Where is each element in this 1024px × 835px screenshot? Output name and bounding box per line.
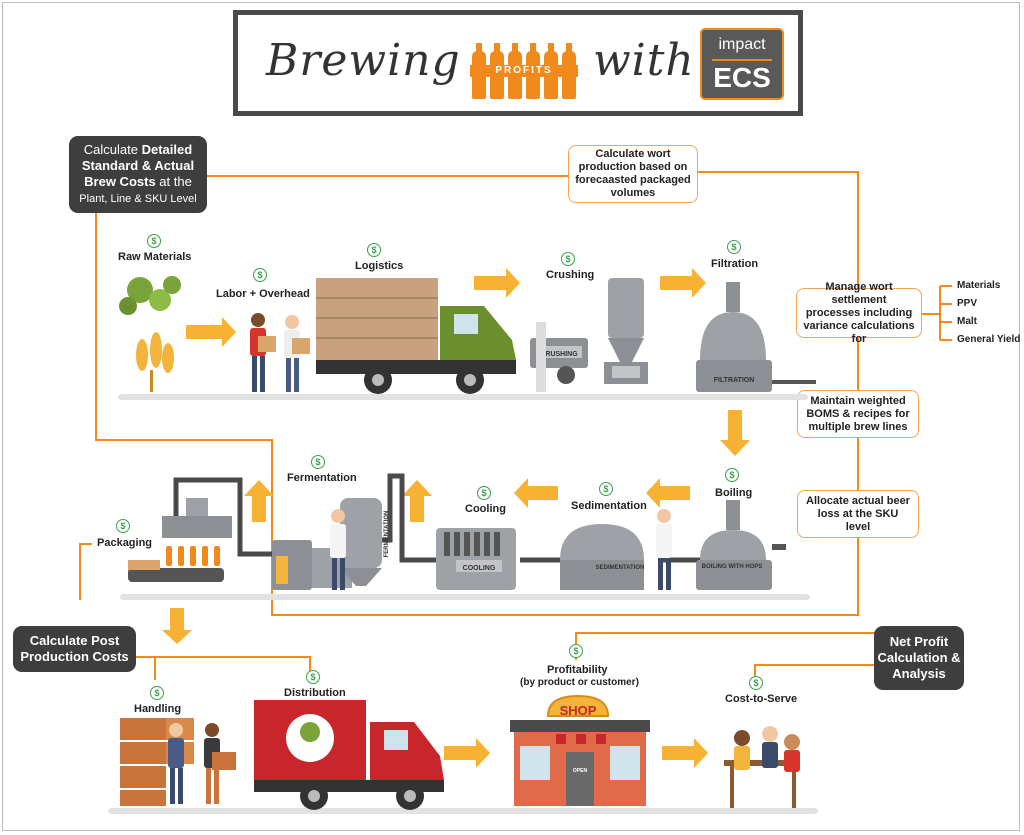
stage-logistics: Logistics	[355, 260, 404, 272]
title-brewing: Brewing	[266, 35, 461, 86]
variance-item-ppv: PPV	[957, 298, 978, 309]
row3-ground	[108, 808, 818, 814]
dollar-icon: $	[306, 670, 320, 684]
dollar-icon: $	[599, 482, 613, 496]
stage-labor-overhead: Labor + Overhead	[216, 288, 310, 300]
dollar-icon: $	[116, 519, 130, 533]
dollar-icon: $	[477, 486, 491, 500]
handling-illustration	[120, 718, 236, 806]
post-production-costs-box: Calculate Post Production Costs	[13, 626, 136, 672]
boiling-label: BOILING WITH HOPS	[702, 564, 763, 570]
wheat-illustration	[136, 332, 174, 392]
stage-cost-to-serve: Cost-to-Serve	[725, 693, 798, 705]
shop-building: SHOP OPEN	[510, 694, 650, 806]
stage-fermentation: Fermentation	[287, 472, 357, 484]
filtration-label: FILTRATION	[714, 377, 755, 384]
crushing-machine: CRUSHING	[530, 278, 648, 392]
stage-distribution: Distribution	[284, 687, 346, 699]
dollar-icon: $	[727, 240, 741, 254]
standard-actual-costs-box: Calculate Detailed Standard & Actual Bre…	[69, 136, 207, 213]
cooling-unit: COOLING	[436, 528, 516, 590]
fermentation-label: FERMENTATION	[384, 511, 390, 558]
dollar-icon: $	[253, 268, 267, 282]
cooling-label: COOLING	[463, 565, 496, 572]
logistics-truck	[316, 278, 516, 394]
dollar-icon: $	[367, 243, 381, 257]
customers-illustration	[724, 726, 800, 808]
workers-illustration	[250, 313, 310, 392]
dollar-icon: $	[569, 644, 583, 658]
variance-item-malt: Malt	[957, 316, 977, 327]
wort-production-box: Calculate wort production based on forec…	[568, 145, 698, 203]
stage-crushing: Crushing	[546, 269, 595, 281]
dollar-icon: $	[147, 234, 161, 248]
dollar-icon: $	[725, 468, 739, 482]
stage-boiling: Boiling	[715, 487, 753, 499]
net-profit-box: Net Profit Calculation & Analysis	[874, 626, 964, 690]
sedimentation-label: SEDIMENTATION	[596, 565, 645, 571]
title-profits: PROFITS	[470, 65, 578, 77]
boiling-kettle: BOILING WITH HOPS	[696, 500, 786, 590]
filtration-tank: FILTRATION	[696, 282, 816, 392]
dollar-icon: $	[311, 455, 325, 469]
stage-packaging: Packaging	[97, 537, 153, 549]
allocate-beer-loss-box: Allocate actual beer loss at the SKU lev…	[797, 490, 919, 538]
stage-sedimentation: Sedimentation	[571, 500, 647, 512]
stage-profitability: Profitability	[547, 664, 608, 676]
row1-ground	[118, 394, 808, 400]
dollar-icon: $	[561, 252, 575, 266]
dollar-icon: $	[749, 676, 763, 690]
process-arrows	[162, 268, 750, 768]
open-sign: OPEN	[573, 768, 588, 774]
stage-profitability-sub: (by product or customer)	[520, 677, 639, 688]
title-banner: Brewing PROFITS with impact ECS	[233, 10, 803, 116]
fermentation-tanks: FERMENTATION	[272, 498, 390, 590]
sedimentation-tank: SEDIMENTATION	[560, 509, 672, 590]
hops-illustration	[119, 276, 181, 315]
dollar-icon: $	[150, 686, 164, 700]
stage-raw-materials: Raw Materials	[118, 251, 192, 263]
weighted-boms-box: Maintain weighted BOMS & recipes for mul…	[797, 390, 919, 438]
variance-item-general-yield: General Yield	[957, 334, 1021, 345]
stage-handling: Handling	[134, 703, 182, 715]
distribution-truck	[254, 700, 444, 810]
stage-cooling: Cooling	[465, 503, 506, 515]
stage-filtration: Filtration	[711, 258, 759, 270]
crushing-machine-label: CRUSHING	[540, 351, 578, 358]
shop-sign: SHOP	[560, 703, 597, 718]
packaging-line	[128, 498, 232, 582]
variance-item-materials: Materials	[957, 280, 1001, 291]
impact-ecs-logo: impact ECS	[700, 28, 784, 100]
title-with: with	[593, 35, 695, 86]
row2-ground	[120, 594, 810, 600]
